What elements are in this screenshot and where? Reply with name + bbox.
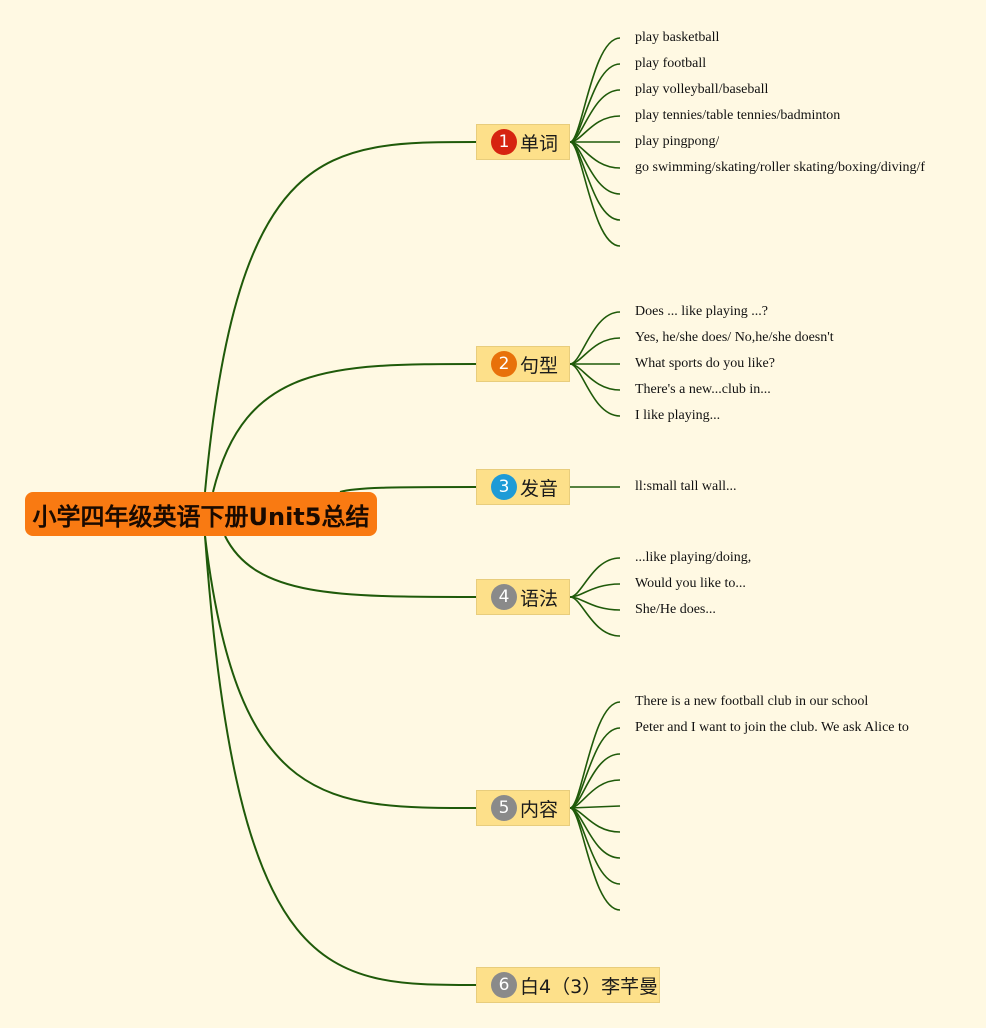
connector-line [204, 535, 477, 809]
leaf-topic[interactable]: Does ... like playing ...? [635, 304, 768, 319]
connector-line [569, 583, 621, 598]
number-badge-icon: 3 [491, 474, 517, 500]
leaf-topic[interactable]: I like playing... [635, 408, 721, 423]
leaf-topic[interactable]: ...like playing/doing, [635, 550, 752, 565]
leaf-topic[interactable]: play tennies/table tennies/badminton [635, 108, 841, 123]
leaf-topic[interactable]: ll:small tall wall... [635, 479, 737, 494]
leaf-topic[interactable]: play volleyball/baseball [635, 82, 769, 97]
connector-line [212, 363, 477, 493]
connector-line [569, 363, 621, 417]
connector-line [569, 141, 621, 247]
branch-topic-label: 语法 [520, 587, 559, 610]
connector-line [569, 596, 621, 637]
connector-line [224, 535, 477, 598]
branch-topic-label: 发音 [520, 477, 559, 500]
branch-topic-label: 白4（3）李芊曼 [520, 975, 659, 998]
leaf-topic[interactable]: There's a new...club in... [635, 382, 771, 397]
connector-line [569, 596, 621, 611]
leaf-topic[interactable]: There is a new football club in our scho… [635, 694, 869, 709]
leaf-topic[interactable]: play basketball [635, 30, 720, 45]
leaf-topic[interactable]: Yes, he/she does/ No,he/she doesn't [635, 330, 834, 345]
connector-line [204, 535, 477, 986]
leaf-topic[interactable]: Peter and I want to join the club. We as… [635, 720, 909, 735]
leaf-topic[interactable]: play football [635, 56, 707, 71]
leaf-topic[interactable]: go swimming/skating/roller skating/boxin… [635, 160, 926, 175]
number-badge-icon: 1 [491, 129, 517, 155]
leaf-topic[interactable]: She/He does... [635, 602, 716, 617]
connector-line [569, 807, 621, 911]
number-badge-icon: 4 [491, 584, 517, 610]
leaf-topic[interactable]: play pingpong/ [635, 134, 720, 149]
connector-line [569, 337, 621, 365]
number-badge-icon: 2 [491, 351, 517, 377]
root-topic[interactable]: 小学四年级英语下册Unit5总结 [25, 492, 377, 536]
number-badge-icon: 5 [491, 795, 517, 821]
connector-line [339, 486, 477, 493]
connector-line [569, 805, 621, 809]
connector-line [569, 363, 621, 391]
leaf-topic[interactable]: What sports do you like? [635, 356, 775, 371]
branch-topic-label: 单词 [520, 132, 559, 155]
branch-topic-label: 句型 [520, 354, 559, 377]
root-topic-label: 小学四年级英语下册Unit5总结 [32, 502, 370, 531]
branch-topic-label: 内容 [520, 798, 559, 821]
leaf-topic[interactable]: Would you like to... [635, 576, 746, 591]
connector-line [569, 557, 621, 598]
number-badge-icon: 6 [491, 972, 517, 998]
connector-line [204, 141, 477, 493]
